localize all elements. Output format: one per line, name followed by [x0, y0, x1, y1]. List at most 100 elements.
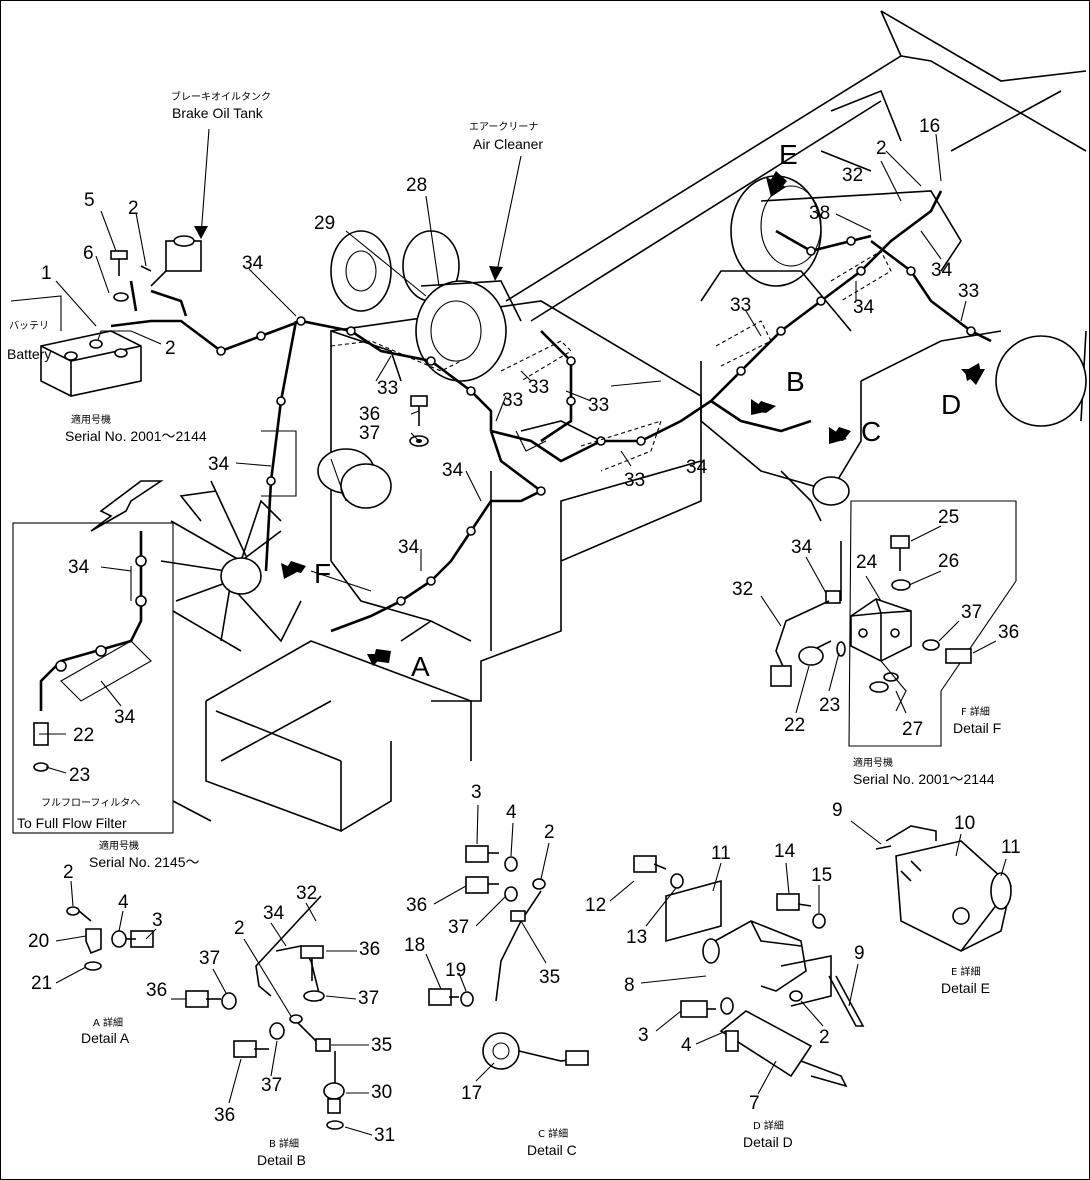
callout-1: 1	[41, 263, 52, 284]
wiring-harness	[95, 190, 992, 633]
callout-2d: 2	[63, 862, 74, 883]
callout-10: 10	[954, 813, 975, 834]
callout-31: 31	[374, 1125, 395, 1146]
callout-32a: 32	[842, 165, 863, 186]
battery-label: Battery	[7, 346, 51, 362]
view-letter-b: B	[786, 366, 805, 397]
callout-33b: 33	[528, 377, 549, 398]
callout-37d: 37	[358, 988, 379, 1009]
callout-22b: 22	[784, 715, 805, 736]
detail-b-caption-jp: B 詳細	[269, 1137, 299, 1150]
view-letter-a: A	[411, 651, 430, 682]
callout-34e: 34	[686, 457, 708, 478]
callout-34a: 34	[242, 253, 264, 274]
callout-3c: 3	[638, 1025, 649, 1046]
detail-d	[633, 855, 865, 1088]
detail-d-caption: Detail D	[743, 1134, 793, 1150]
full-flow-label-jp: フルフローフィルタへ	[41, 797, 140, 809]
callout-27: 27	[902, 719, 923, 740]
brake-oil-tank	[150, 235, 202, 287]
serial-a-label: Serial No. 2001～2144	[65, 428, 207, 444]
detail-captions: A 詳細 Detail A B 詳細 Detail B C 詳細 Detail …	[81, 705, 1001, 1168]
callout-24: 24	[856, 552, 878, 573]
callout-4a: 4	[118, 892, 129, 913]
callout-19: 19	[445, 960, 466, 981]
callout-37c: 37	[199, 948, 220, 969]
callout-15: 15	[811, 865, 832, 886]
callout-9a: 9	[854, 943, 865, 964]
callout-36f: 36	[406, 895, 427, 916]
detail-f-caption-jp: F 詳細	[961, 705, 990, 718]
detail-e	[875, 825, 1012, 952]
harness-clips	[216, 236, 976, 606]
detail-b	[185, 895, 345, 1130]
callout-11b: 11	[1001, 837, 1021, 858]
detail-c-caption-jp: C 詳細	[538, 1127, 568, 1140]
callout-36d: 36	[146, 980, 167, 1001]
callout-34b: 34	[208, 454, 230, 475]
callout-33a: 33	[377, 378, 398, 399]
callout-36e: 36	[214, 1105, 235, 1126]
view-letter-d: D	[941, 389, 961, 420]
callout-38: 38	[809, 203, 830, 224]
callout-26: 26	[938, 551, 959, 572]
bolts-left	[110, 250, 152, 302]
serial-b-label: Serial No. 2145～	[89, 854, 200, 870]
callout-6: 6	[83, 243, 94, 264]
view-letter-e: E	[779, 139, 798, 170]
detail-a-caption: Detail A	[81, 1030, 130, 1046]
callout-21: 21	[31, 973, 52, 994]
detail-b-caption: Detail B	[257, 1152, 306, 1168]
callout-2b: 2	[165, 338, 176, 359]
serial-a-label-jp: 適用号機	[71, 413, 111, 426]
callout-22a: 22	[73, 725, 94, 746]
transmission-area	[700, 89, 1087, 522]
callout-8: 8	[624, 975, 635, 996]
title-labels: ブレーキオイルタンク Brake Oil Tank エアークリーナ Air Cl…	[7, 90, 995, 870]
callout-20: 20	[28, 931, 49, 952]
callout-17: 17	[461, 1083, 482, 1104]
callout-25: 25	[938, 507, 959, 528]
callout-3b: 3	[471, 782, 482, 803]
callout-32b: 32	[732, 579, 753, 600]
detail-f	[770, 500, 1017, 747]
callout-34f: 34	[853, 297, 875, 318]
callout-34j: 34	[791, 537, 813, 558]
callout-23b: 23	[819, 695, 840, 716]
callout-34k: 34	[263, 903, 285, 924]
callout-33e: 33	[624, 470, 645, 491]
callout-33d: 33	[588, 395, 609, 416]
detail-a-caption-jp: A 詳細	[93, 1016, 123, 1029]
callout-4c: 4	[681, 1035, 692, 1056]
chassis-frame	[205, 10, 1087, 833]
callout-37f: 37	[448, 917, 469, 938]
callout-7: 7	[749, 1093, 760, 1114]
battery	[10, 295, 142, 397]
callout-3a: 3	[152, 910, 163, 931]
battery-label-jp: バッテリ	[9, 320, 49, 332]
callout-34i: 34	[114, 707, 136, 728]
inset-left-panel	[12, 522, 242, 834]
callout-2c: 2	[876, 138, 887, 159]
callout-29: 29	[314, 213, 335, 234]
serial-b-label-jp: 適用号機	[99, 839, 139, 852]
callout-28: 28	[406, 175, 427, 196]
callout-35a: 35	[371, 1035, 392, 1056]
view-letter-f: F	[314, 558, 331, 589]
callout-2g: 2	[819, 1027, 830, 1048]
callout-4b: 4	[506, 802, 517, 823]
detail-c	[428, 845, 589, 1070]
serial-f-label-jp: 適用号機	[853, 756, 893, 769]
callout-23a: 23	[69, 765, 90, 786]
callout-2a: 2	[128, 198, 139, 219]
view-letter-c: C	[861, 416, 881, 447]
callout-37b: 37	[961, 602, 982, 623]
callout-2e: 2	[234, 918, 245, 939]
detail-c-caption: Detail C	[527, 1142, 577, 1158]
view-letters: F A B C D E	[314, 139, 961, 682]
callout-5: 5	[84, 190, 95, 211]
detail-leaders	[55, 525, 1007, 1136]
view-arrows	[281, 171, 985, 666]
callout-16: 16	[919, 116, 940, 137]
